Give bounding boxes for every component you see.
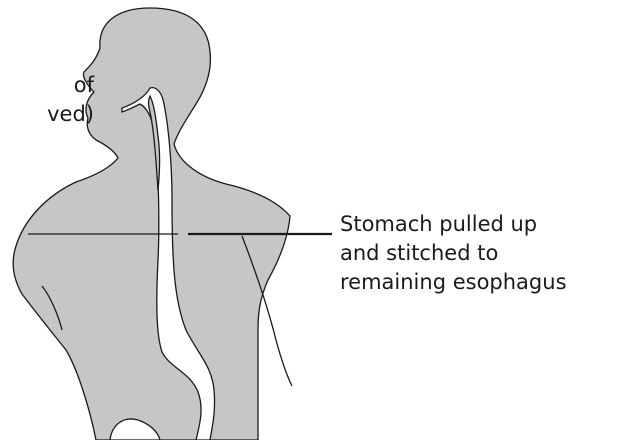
stomach-label: Stomach pulled up and stitched to remain… bbox=[340, 210, 567, 297]
left-partial-label: of ved) bbox=[0, 71, 94, 129]
stomach-label-line-1: Stomach pulled up bbox=[340, 210, 567, 239]
left-label-line-2: ved) bbox=[0, 100, 94, 129]
left-label-line-1: of bbox=[0, 71, 94, 100]
stomach-label-line-2: and stitched to bbox=[340, 239, 567, 268]
stomach-label-line-3: remaining esophagus bbox=[340, 268, 567, 297]
